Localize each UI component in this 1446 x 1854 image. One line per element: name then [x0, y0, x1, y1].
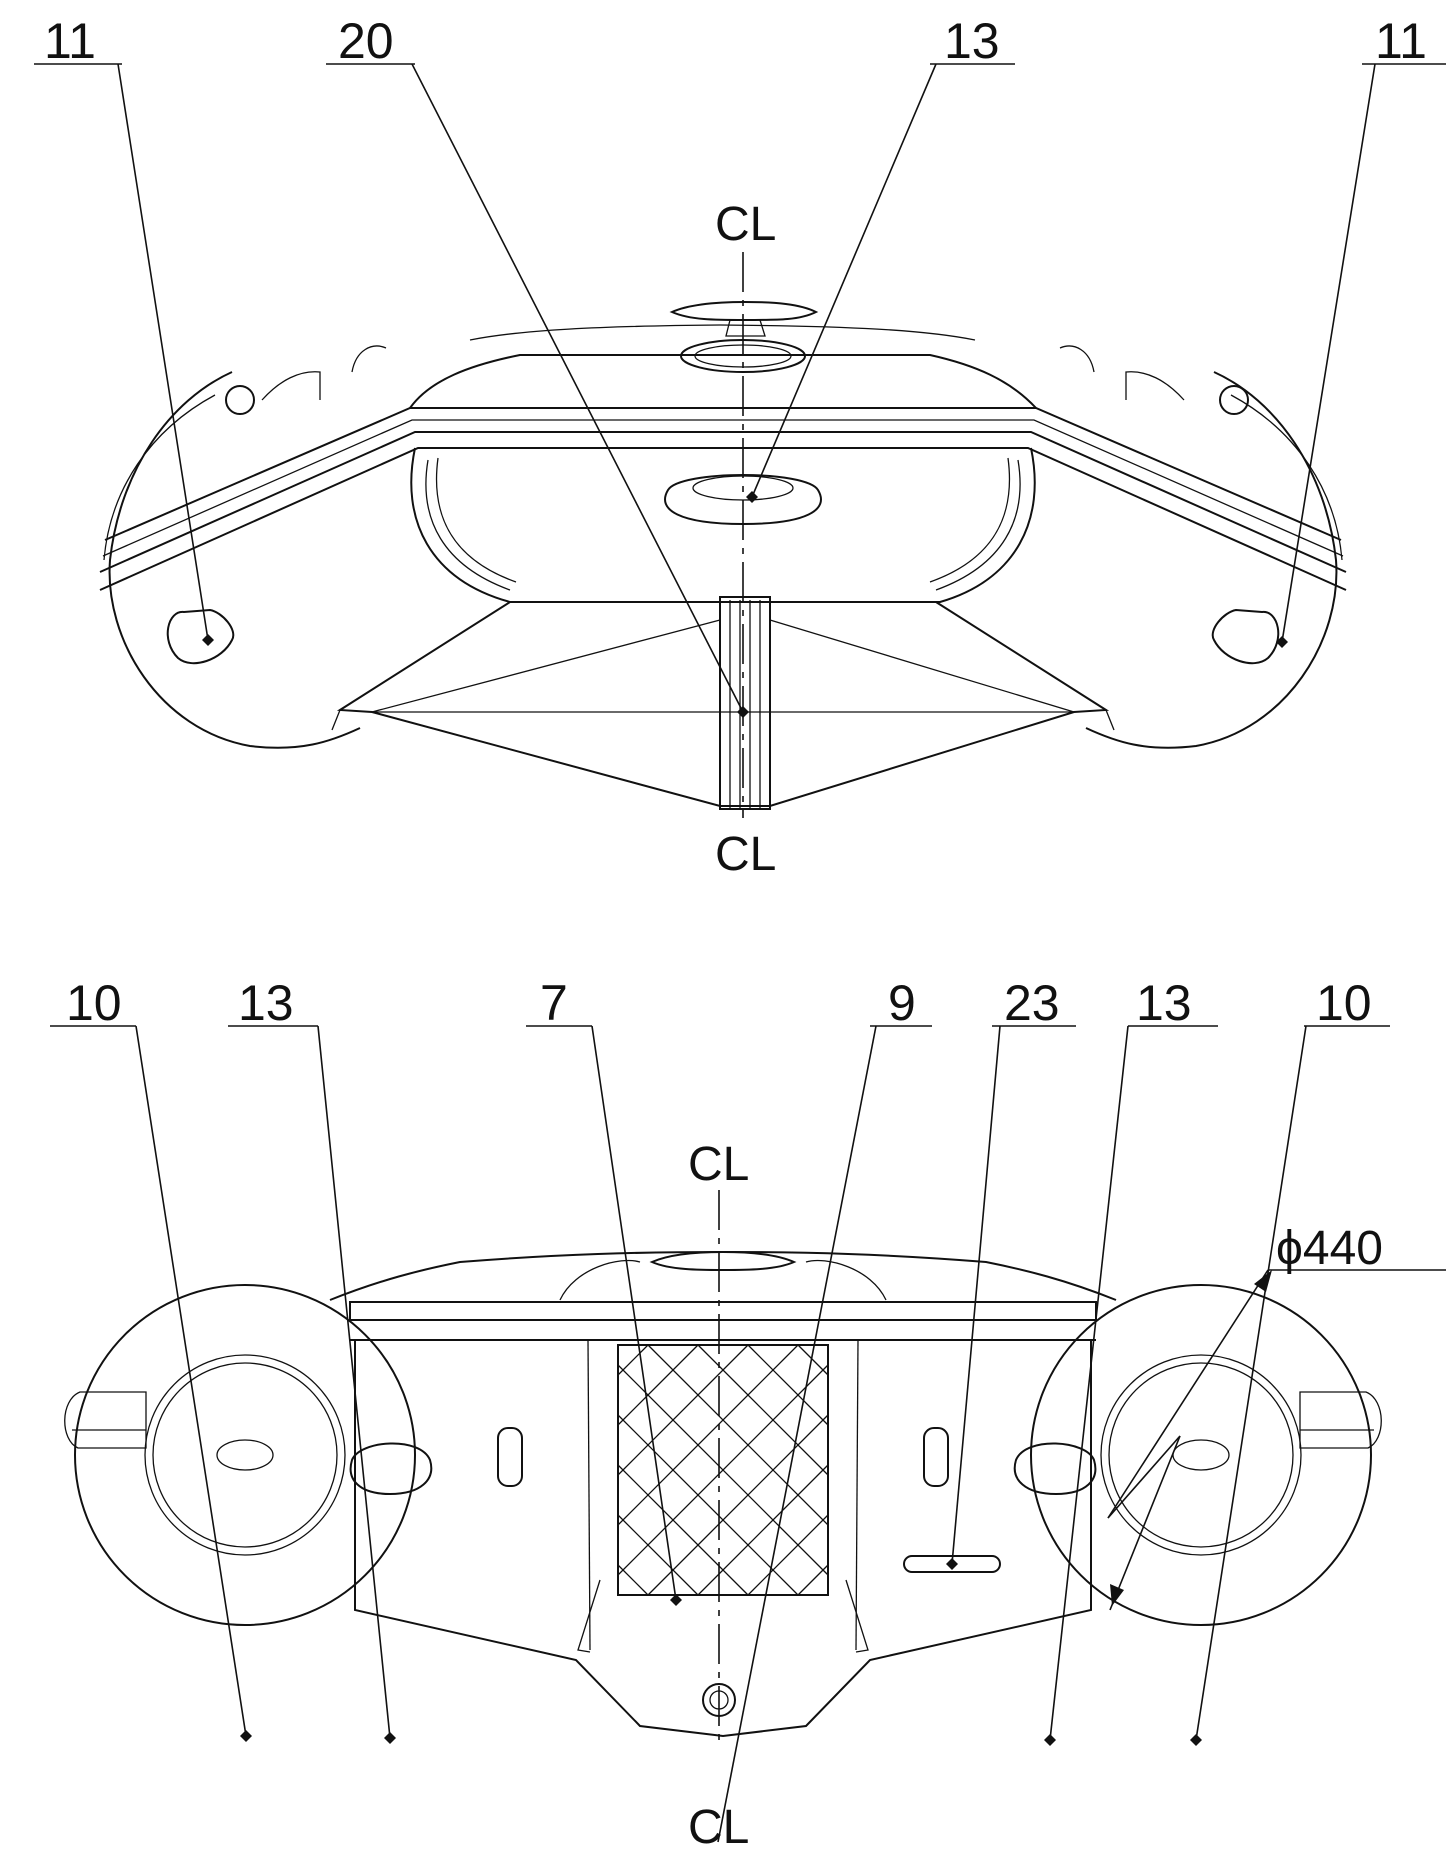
svg-text:10: 10 [1316, 975, 1372, 1031]
centerline-label-bottom: CL [715, 828, 776, 881]
callout-13-rear-right: 13 [1049, 975, 1218, 1741]
svg-text:13: 13 [1136, 975, 1192, 1031]
svg-text:11: 11 [44, 13, 96, 69]
callout-20: 20 [326, 13, 744, 713]
callout-7: 7 [526, 975, 677, 1601]
svg-text:9: 9 [888, 975, 916, 1031]
centerline-label-bottom: CL [688, 1801, 749, 1854]
callout-11-right: 11 [1281, 13, 1446, 643]
centerline-label-top: CL [688, 1138, 749, 1191]
centerline-label-top: CL [715, 198, 776, 251]
svg-text:7: 7 [540, 975, 568, 1031]
mesh-pattern [617, 1344, 829, 1596]
callout-9: 9 [717, 975, 932, 1843]
svg-text:10: 10 [66, 975, 122, 1031]
boat-rear-outline [64, 1250, 1382, 1738]
callout-11-left: 11 [34, 13, 209, 641]
rear-view: 10 13 7 9 23 13 10 [50, 975, 1446, 1854]
callout-10-right: 10 [1195, 975, 1390, 1741]
svg-text:23: 23 [1004, 975, 1060, 1031]
callout-13-rear-left: 13 [228, 975, 391, 1739]
callout-23: 23 [951, 975, 1076, 1565]
callout-13-top: 13 [751, 13, 1015, 498]
svg-text:13: 13 [238, 975, 294, 1031]
svg-text:13: 13 [944, 13, 1000, 69]
svg-text:20: 20 [338, 13, 394, 69]
dimension-diameter: ϕ440 [1107, 1222, 1446, 1611]
svg-text:ϕ440: ϕ440 [1276, 1222, 1383, 1275]
boat-front-outline [99, 300, 1347, 810]
front-view: 11 20 13 11 CL CL [34, 13, 1446, 881]
svg-text:11: 11 [1375, 13, 1427, 69]
